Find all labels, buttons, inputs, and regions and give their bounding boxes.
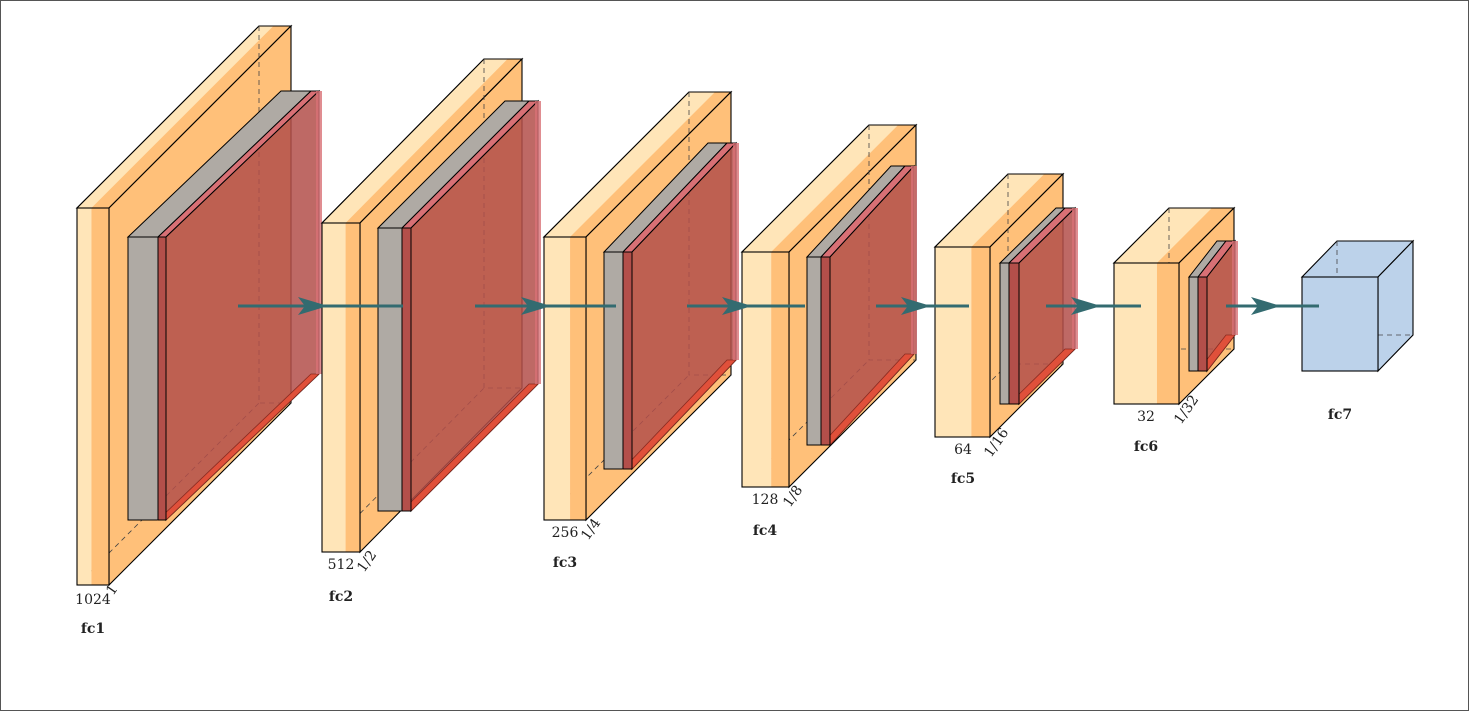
depth-label: 256 <box>552 525 579 541</box>
arrow-head <box>1071 297 1101 315</box>
red-slab-front <box>820 256 831 446</box>
red-slab-front <box>1008 262 1020 405</box>
arrow-head <box>901 297 931 315</box>
depth-label: 1024 <box>75 592 111 608</box>
red-slab-front <box>1197 276 1208 372</box>
arrow-head <box>1251 297 1281 315</box>
red-slab-front <box>401 227 412 512</box>
connection-arrow <box>475 297 616 315</box>
block-front-outline <box>1113 262 1180 405</box>
gray-slab-front <box>1188 276 1199 372</box>
layer-name: fc2 <box>329 589 353 605</box>
block-top-face-light <box>544 92 716 237</box>
layer-name: fc4 <box>753 523 778 539</box>
layer-name: fc6 <box>1134 439 1158 455</box>
depth-label: 128 <box>752 492 779 508</box>
connection-arrow <box>238 297 403 315</box>
layer-name: fc1 <box>81 621 105 637</box>
gray-slab-front <box>127 236 159 521</box>
depth-label: 512 <box>328 557 355 573</box>
gray-slab-front <box>999 262 1010 405</box>
block-front-light <box>77 208 92 585</box>
block-front-outline <box>543 236 587 521</box>
depth-label: 32 <box>1137 409 1155 425</box>
layer-name: fc3 <box>553 555 577 571</box>
gray-slab-front <box>806 256 822 446</box>
block-top-face-light <box>77 26 274 208</box>
arrow-head <box>521 297 551 315</box>
block-front-outline <box>741 251 790 488</box>
connection-arrow <box>1226 297 1319 315</box>
block-front-light <box>544 237 571 520</box>
block-top-face-light <box>1114 208 1212 263</box>
block-top-face-light <box>742 125 899 252</box>
depth-label: 64 <box>954 442 972 458</box>
gray-slab-front <box>377 227 403 512</box>
block-front-outline <box>934 246 991 438</box>
block-front-light <box>322 223 346 552</box>
block-front-light <box>1114 263 1157 404</box>
connection-arrow <box>1046 297 1141 315</box>
layer-name: fc7 <box>1328 407 1352 423</box>
red-slab-front <box>157 236 167 521</box>
block-front-mid <box>570 237 586 520</box>
block-front-mid <box>345 223 360 552</box>
layer-name: fc5 <box>951 471 975 487</box>
block-front-light <box>742 252 772 487</box>
block-front-mid <box>91 208 109 585</box>
layer-fc7: fc7 <box>1300 239 1415 423</box>
block-front-outline <box>76 207 110 586</box>
red-slab-front <box>622 251 633 470</box>
block-top-face-light <box>935 174 1045 247</box>
block-top-face-light <box>322 59 508 223</box>
connection-arrow <box>876 297 969 315</box>
block-front-mid <box>771 252 789 487</box>
arrow-head <box>722 297 752 315</box>
cube-front-face <box>1301 276 1379 372</box>
arrow-head <box>298 297 328 315</box>
block-front-light <box>935 247 972 437</box>
block-front-outline <box>321 222 361 553</box>
block-front-mid <box>1156 263 1179 404</box>
gray-slab-front <box>603 251 624 470</box>
connection-arrow <box>687 297 805 315</box>
block-front-mid <box>971 247 990 437</box>
